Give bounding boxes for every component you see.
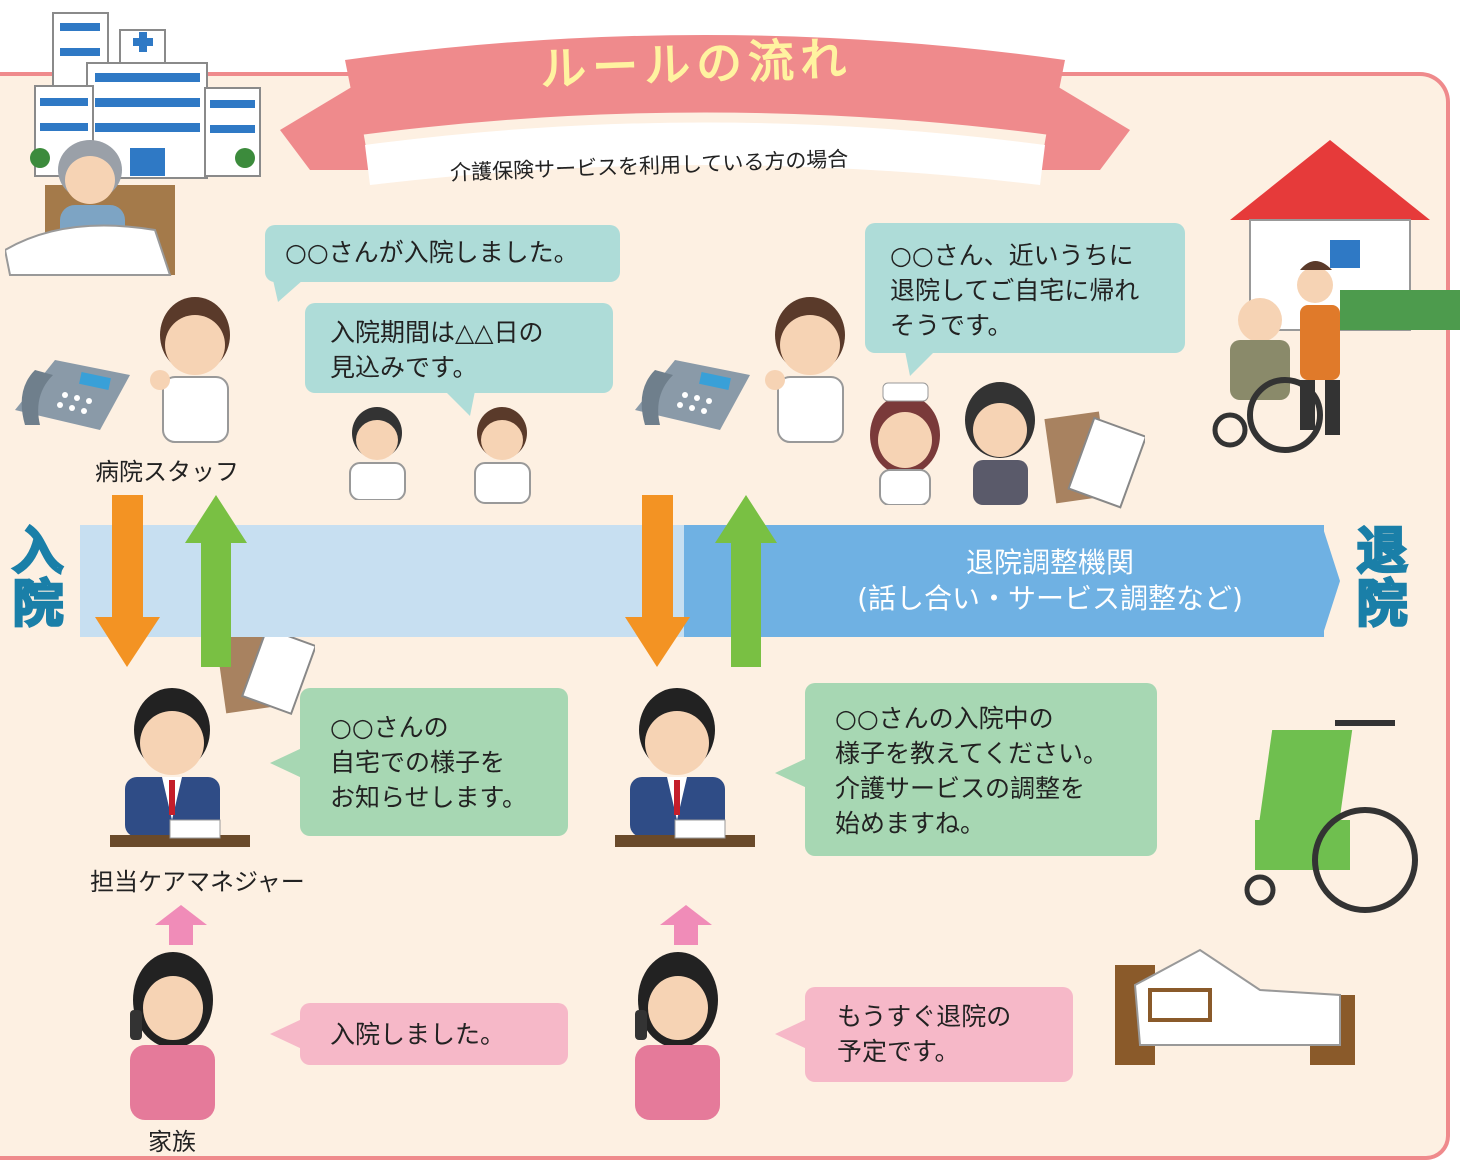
discharge-marker-char-2: 院 — [1356, 575, 1409, 633]
ribbon-subtitle-band — [365, 122, 1045, 185]
bubble-stay-period: 入院期間は△△日の 見込みです。 — [305, 303, 613, 416]
ribbon-left-tail — [280, 85, 370, 170]
bubble-discharge-soon: ○○さん、近いうちに 退院してご自宅に帰れ そうです。 — [865, 223, 1185, 376]
bubble-admitted-notice: ○○さんが入院しました。 — [265, 225, 620, 302]
family-illustration — [130, 952, 215, 1120]
arrow-down-orange — [95, 495, 160, 667]
care-manager-illustration — [110, 688, 250, 847]
discharge-coordination-text: 退院調整機関 (話し合い・サービス調整など) — [857, 546, 1243, 615]
arrow-down-orange — [625, 495, 690, 667]
staff-small-illustration — [349, 407, 406, 500]
page-title: ルールの流れ — [539, 31, 853, 97]
band-arrow-head — [1322, 525, 1340, 637]
discharge-marker-char-1: 退 — [1356, 522, 1409, 580]
bubble-ask-condition: ○○さんの入院中の 様子を教えてください。 介護サービスの調整を 始めますね。 — [775, 683, 1157, 856]
home-with-caregiver-illustration — [1212, 140, 1460, 453]
family-illustration — [635, 952, 720, 1120]
bubble-home-info: ○○さんの 自宅での様子を お知らせします。 — [270, 688, 568, 836]
arrow-up-pink — [155, 905, 207, 945]
care-manager-illustration — [615, 688, 755, 847]
admission-period-band — [80, 525, 692, 637]
discharge-coordination-band — [684, 525, 1324, 637]
care-manager-label: 担当ケアマネジャー — [90, 868, 305, 896]
care-bed-illustration — [1115, 948, 1355, 1065]
admission-marker-char-1: 入 — [12, 522, 65, 580]
patient-in-bed-illustration — [5, 140, 175, 276]
arrow-up-green — [715, 495, 777, 667]
staff-small-illustration — [474, 407, 531, 504]
ribbon-right-tail — [1040, 85, 1130, 170]
arrow-up-pink — [660, 905, 712, 945]
hospital-staff-illustration — [765, 297, 845, 443]
phone-icon — [15, 360, 130, 430]
title-ribbon — [280, 35, 1130, 185]
ribbon-main — [345, 35, 1065, 135]
hospital-staff-illustration — [150, 297, 230, 443]
bubble-family-admitted: 入院しました。 — [270, 1003, 568, 1065]
family-label: 家族 — [148, 1128, 196, 1156]
nurse-and-social-worker-illustration — [870, 382, 1035, 505]
wheelchair-illustration — [1244, 720, 1418, 913]
document-envelope-icon — [1044, 411, 1145, 509]
arrow-up-green — [185, 495, 247, 667]
hospital-staff-label: 病院スタッフ — [95, 458, 239, 486]
phone-icon — [635, 360, 750, 430]
bubble-family-discharge: もうすぐ退院の 予定です。 — [775, 987, 1073, 1082]
admission-marker-char-2: 院 — [12, 575, 65, 633]
